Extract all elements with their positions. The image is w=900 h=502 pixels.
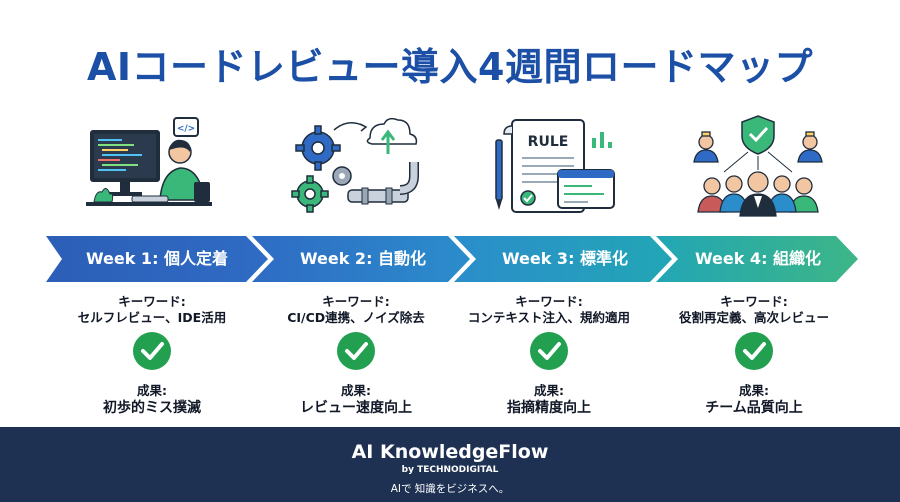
week-2-arrow — [252, 236, 470, 282]
keyword-text: CI/CD連携、ノイズ除去 — [287, 310, 425, 325]
keyword-text: コンテキスト注入、規約適用 — [467, 310, 631, 325]
developer-at-computer-icon: </> — [82, 112, 222, 224]
week-3-arrow — [454, 236, 672, 282]
code-tag-text: </> — [177, 124, 195, 134]
roadmap-arrow-row: Week 1: 個人定着 Week 2: 自動化 Week 3: 標準化 Wee… — [0, 236, 900, 282]
week-1-label: Week 1: 個人定着 — [85, 249, 229, 268]
keyword-heading: キーワード: — [322, 294, 390, 309]
result-heading: 成果: — [534, 383, 564, 398]
result-text: 指摘精度向上 — [507, 400, 591, 416]
week-1-arrow — [46, 236, 268, 282]
page-title: AIコードレビュー導入4週間ロードマップ — [87, 45, 813, 89]
keyword-heading: キーワード: — [720, 294, 788, 309]
week-3-label: Week 3: 標準化 — [501, 249, 629, 268]
footer-bar: AI KnowledgeFlow by TECHNODIGITAL AIで 知識… — [0, 427, 900, 502]
week-2-label: Week 2: 自動化 — [299, 249, 427, 268]
check-circle-icon — [133, 332, 171, 370]
result-text: チーム品質向上 — [705, 400, 803, 416]
check-circle-icon — [735, 332, 773, 370]
keyword-heading: キーワード: — [118, 294, 186, 309]
footer-byline: by TECHNODIGITAL — [401, 465, 499, 475]
footer-brand: AI KnowledgeFlow — [351, 441, 549, 463]
check-circle-icon — [530, 332, 568, 370]
week-4-arrow — [656, 236, 858, 282]
result-text: 初歩的ミス撲滅 — [103, 400, 201, 416]
team-organization-icon — [688, 112, 828, 224]
result-text: レビュー速度向上 — [300, 400, 412, 416]
result-heading: 成果: — [341, 383, 371, 398]
check-circle-icon — [337, 332, 375, 370]
rule-document-icon: RULE — [492, 112, 632, 224]
footer-tagline: AIで 知識をビジネスへ。 — [390, 483, 510, 495]
rule-label-text: RULE — [528, 134, 569, 150]
keyword-text: 役割再定義、高次レビュー — [678, 310, 829, 325]
automation-gears-icon — [288, 112, 428, 224]
result-heading: 成果: — [137, 383, 167, 398]
result-heading: 成果: — [739, 383, 769, 398]
keyword-heading: キーワード: — [515, 294, 583, 309]
keyword-text: セルフレビュー、IDE活用 — [77, 310, 227, 325]
week-4-label: Week 4: 組織化 — [694, 249, 822, 268]
